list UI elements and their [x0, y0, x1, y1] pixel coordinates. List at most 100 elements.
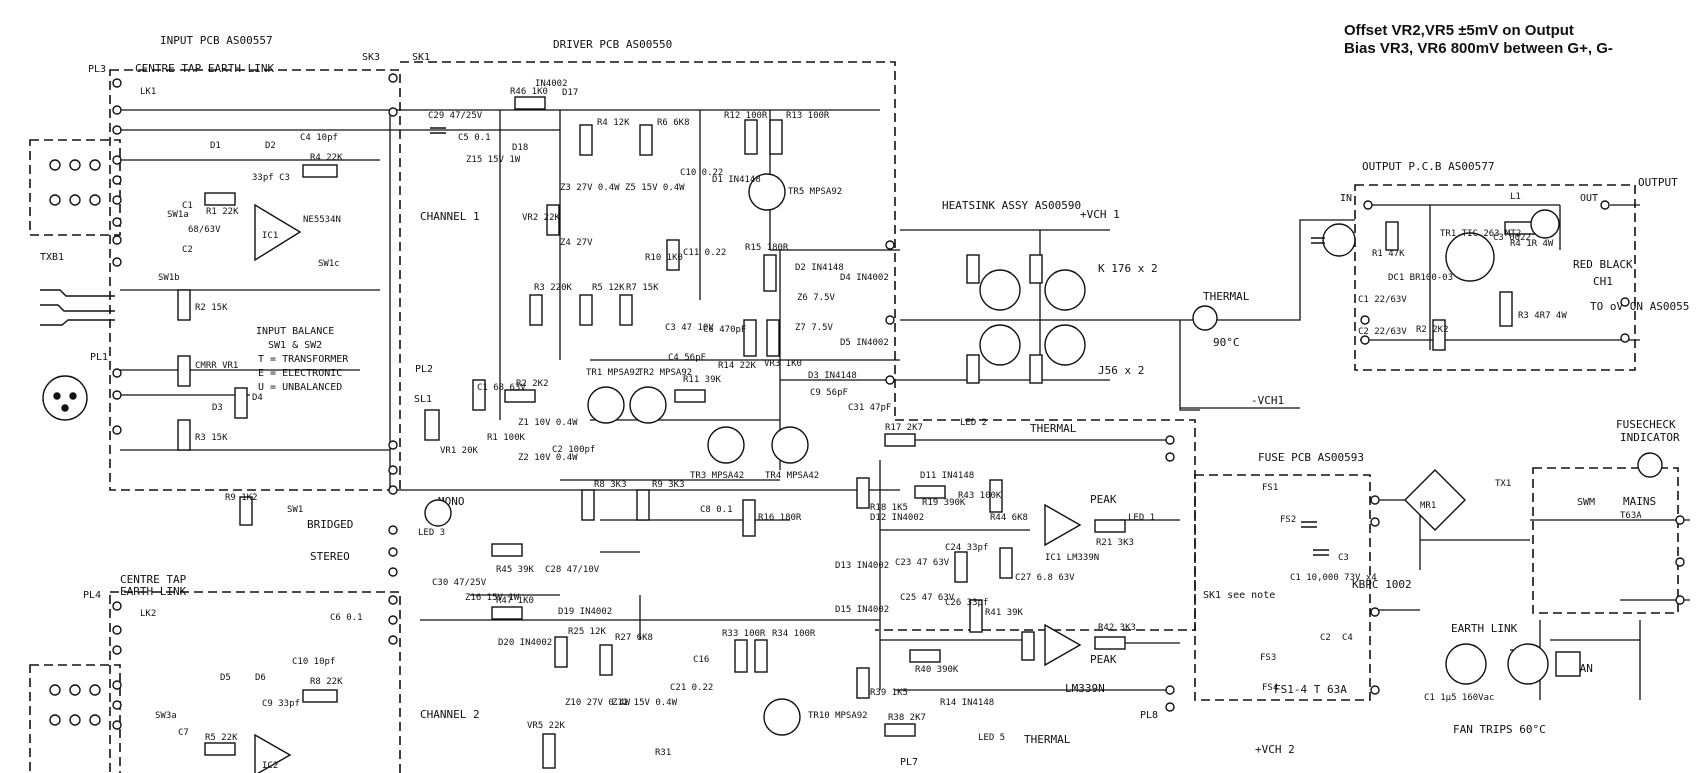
offset-note: Offset VR2,VR5 ±5mV on Output: [1344, 22, 1574, 39]
component-label: NE5534N: [303, 215, 341, 225]
connector-label: SK1 see note: [1203, 590, 1275, 601]
component-label: C6 470pF: [703, 325, 746, 335]
fuse-rating-label: FS1-4 T 63A: [1274, 683, 1347, 696]
component-label: D1: [210, 141, 221, 151]
component-label: R10 1K0: [645, 253, 683, 263]
peak1-label: PEAK: [1090, 493, 1117, 506]
component-label: FS1: [1262, 483, 1278, 493]
component-label: C3 47 10V: [665, 323, 714, 333]
component-label: D4 IN4002: [840, 273, 889, 283]
component-label: C29 47/25V: [428, 111, 483, 121]
centre-tap-label-1: CENTRE TAP EARTH LINK: [135, 62, 274, 75]
component-label: DC1 BR100-03: [1388, 273, 1453, 283]
txb1-pins: [49, 159, 101, 726]
input-balance-line-2: T = TRANSFORMER: [258, 354, 349, 365]
component-label: TR10 MPSA92: [808, 711, 868, 721]
component-label: Z7 7.5V: [795, 323, 834, 333]
output-jack: [1530, 209, 1560, 239]
component-label: C24 33pf: [945, 543, 988, 553]
component-label: R17 2K7: [885, 423, 923, 433]
component-label: SW1a: [167, 210, 189, 220]
red-black-label: RED BLACK: [1573, 258, 1633, 271]
component-label: R6 6K8: [657, 118, 690, 128]
ch1-label: CH1: [1593, 275, 1613, 288]
component-label: R4 12K: [597, 118, 630, 128]
component-label: FS4: [1262, 683, 1278, 693]
txb1-outline: [29, 139, 121, 236]
component-label: C10 0.22: [680, 168, 723, 178]
thermal-switch: [1192, 305, 1218, 331]
component-label: C16: [693, 655, 709, 665]
component-label: R1 22K: [206, 207, 239, 217]
component-label: C5 0.1: [458, 133, 491, 143]
component-label: 68/63V: [188, 225, 221, 235]
component-label: Z12 15V 0.4W: [612, 698, 678, 708]
fusecheck-label: FUSECHECK: [1616, 418, 1676, 431]
ic2-triangle: [254, 733, 292, 773]
component-label: R11 39K: [683, 375, 722, 385]
component-label: D5 IN4002: [840, 338, 889, 348]
component-label: SW1b: [158, 273, 180, 283]
sk1-jack: [40, 289, 115, 326]
component-label: C25 47 63V: [900, 593, 955, 603]
input-balance-line-0: INPUT BALANCE: [256, 326, 334, 337]
component-label: D17: [562, 88, 578, 98]
component-label: D5: [220, 673, 231, 683]
component-label: C2 22/63V: [1358, 327, 1407, 337]
component-label: R15 180R: [745, 243, 789, 253]
component-label: VR3 1K0: [764, 359, 802, 369]
channel2-label: CHANNEL 2: [420, 708, 480, 721]
component-label: R14 22K: [718, 361, 757, 371]
connector-label: SWM: [1577, 497, 1595, 508]
component-label: R4 1R 4W: [1510, 239, 1554, 249]
transistors: [587, 173, 1495, 736]
component-label: Z15 15V 1W: [466, 155, 521, 165]
mains-label: MAINS: [1623, 495, 1656, 508]
component-label: D20 IN4002: [498, 638, 552, 648]
connector-label: PL2: [415, 364, 433, 375]
j56-label: J56 x 2: [1098, 364, 1144, 377]
fuse-pcb-label: FUSE PCB AS00593: [1258, 451, 1364, 464]
component-label: VR5 22K: [527, 721, 566, 731]
component-label: R8 3K3: [594, 480, 627, 490]
component-label: R5 22K: [205, 733, 238, 743]
component-label: R9 1K2: [225, 493, 258, 503]
component-label: C27 6.8 63V: [1015, 573, 1075, 583]
component-label: C2: [182, 245, 193, 255]
output-pcb-label: OUTPUT P.C.B AS00577: [1362, 160, 1494, 173]
fan-trip-2: [1507, 643, 1549, 685]
component-label: R1 47K: [1372, 249, 1405, 259]
led3-circle: [424, 499, 452, 527]
component-label: R47 1K0: [496, 596, 534, 606]
component-label: R25 12K: [568, 627, 607, 637]
fusecheck-indicator: [1637, 452, 1663, 478]
output-label: OUTPUT: [1638, 176, 1678, 189]
component-label: C26 33pf: [945, 598, 988, 608]
component-label: Z6 7.5V: [797, 293, 836, 303]
component-label: R21 3K3: [1096, 538, 1134, 548]
connector-pins: [112, 73, 1685, 730]
fan-box: [1555, 651, 1581, 677]
component-label: D15 IN4002: [835, 605, 889, 615]
earth-link-label: EARTH LINK: [1451, 622, 1518, 635]
connector-label: PL7: [900, 757, 918, 768]
xlr1-connector: [42, 375, 88, 421]
vch1-pos-label: +VCH 1: [1080, 208, 1120, 221]
component-label: C2: [1320, 633, 1331, 643]
component-label: D6: [255, 673, 266, 683]
component-label: TR3 MPSA42: [690, 471, 744, 481]
component-label: Z3 27V 0.4W: [560, 183, 620, 193]
component-label: D13 IN4002: [835, 561, 889, 571]
component-label: TR4 MPSA42: [765, 471, 819, 481]
component-label: IC1: [262, 231, 278, 241]
component-label: R2 2K2: [1416, 325, 1449, 335]
thermal-label: THERMAL: [1203, 290, 1250, 303]
component-label: R2 15K: [195, 303, 228, 313]
component-label: TR2 MPSA92: [638, 368, 692, 378]
component-label: Z5 15V 0.4W: [625, 183, 685, 193]
component-label: D18: [512, 143, 528, 153]
component-label: C4: [1342, 633, 1353, 643]
component-label: LED 5: [978, 733, 1005, 743]
component-label: R40 390K: [915, 665, 959, 675]
component-label: IC2: [262, 761, 278, 771]
